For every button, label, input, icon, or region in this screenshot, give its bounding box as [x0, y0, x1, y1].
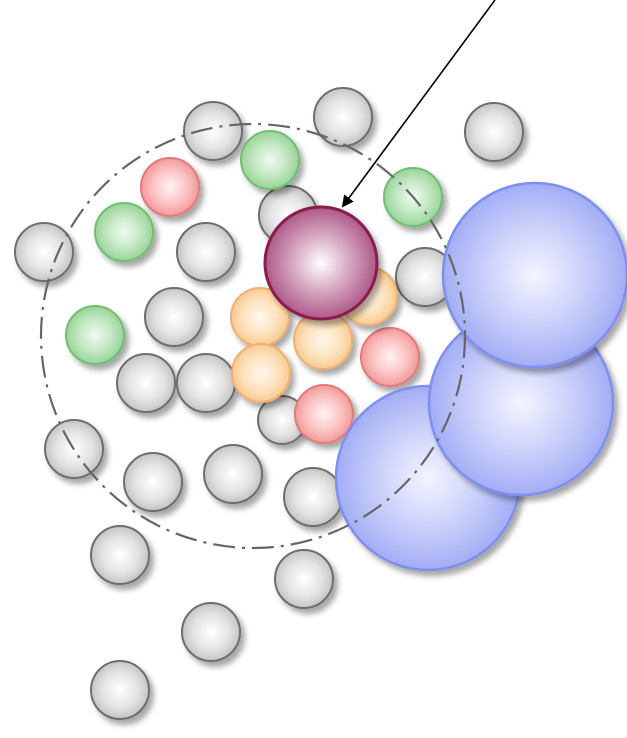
- gray-particle: [181, 602, 241, 662]
- gray-particle: [313, 87, 373, 147]
- gray-particle: [116, 353, 176, 413]
- green-particle: [65, 305, 125, 365]
- red-particles: [140, 157, 420, 444]
- red-particle: [294, 384, 354, 444]
- gray-particle: [123, 452, 183, 512]
- red-particle: [360, 327, 420, 387]
- green-particle: [94, 202, 154, 262]
- gray-particle: [464, 102, 524, 162]
- green-particle: [240, 130, 300, 190]
- central-particle: [263, 205, 379, 321]
- gray-particle: [144, 287, 204, 347]
- blue-particle: [441, 181, 627, 369]
- gray-particle: [274, 549, 334, 609]
- gray-particle: [176, 353, 236, 413]
- orange-particle: [231, 343, 291, 403]
- red-particle: [140, 157, 200, 217]
- blue-particles: [334, 181, 627, 572]
- gray-particle: [176, 222, 236, 282]
- arrow-pointer: [341, 0, 496, 208]
- gray-particle: [203, 444, 263, 504]
- gray-particle: [14, 222, 74, 282]
- gray-particle: [90, 660, 150, 720]
- gray-particle: [183, 101, 243, 161]
- cutoff-radius-circle: [39, 122, 467, 550]
- gray-particle: [90, 525, 150, 585]
- gray-particle: [283, 467, 343, 527]
